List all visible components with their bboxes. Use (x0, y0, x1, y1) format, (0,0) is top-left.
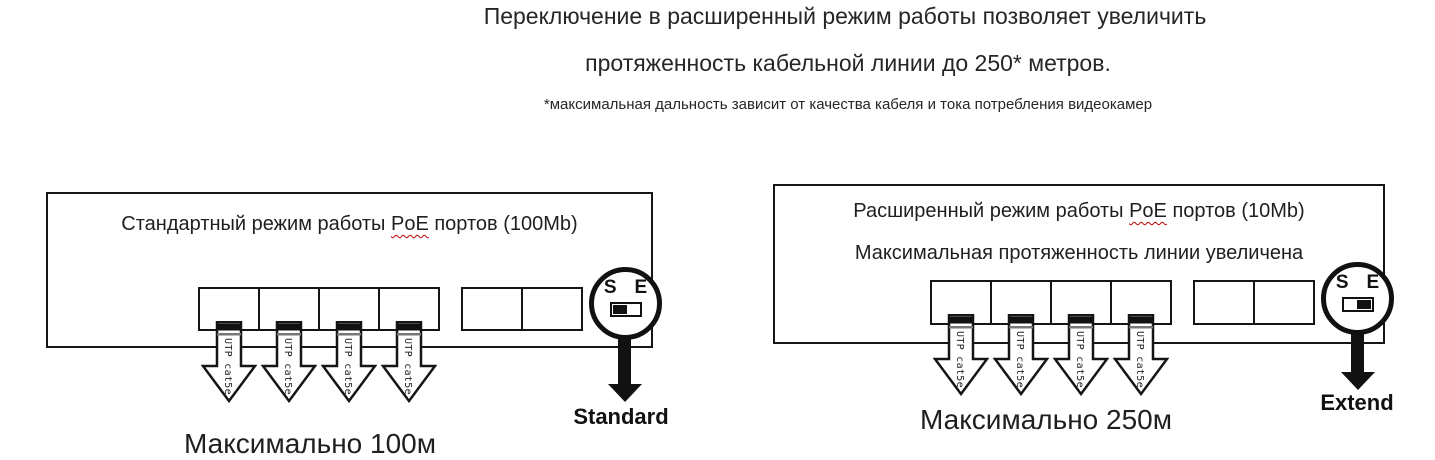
standard-title-prefix: Стандартный режим работы (121, 213, 391, 235)
switch-legend: S E (1336, 272, 1379, 294)
standard-panel-title: Стандартный режим работы PoE портов (100… (46, 213, 653, 236)
e-label: E (634, 277, 648, 298)
cable-label: UTP cat5e (342, 338, 353, 395)
port (461, 287, 523, 331)
port (1253, 280, 1315, 325)
cable-arrow: UTP cat5e (993, 314, 1049, 396)
header-footnote: *максимальная дальность зависит от качес… (543, 96, 1153, 113)
cable-arrow: UTP cat5e (381, 321, 437, 403)
toggle-knob-standard (612, 305, 627, 314)
s-label: S (1335, 272, 1349, 293)
cable-label: UTP cat5e (222, 338, 233, 395)
cable-label: UTP cat5e (282, 338, 293, 395)
mode-arrow-head (1341, 372, 1375, 390)
cable-arrow: UTP cat5e (1053, 314, 1109, 396)
mode-arrow-head (608, 384, 642, 402)
mode-toggle (609, 302, 642, 317)
extend-max-distance: Максимально 250м (920, 404, 1172, 435)
mode-arrow-stem (618, 338, 631, 384)
s-label: S (603, 277, 617, 298)
cable-label: UTP cat5e (1014, 331, 1025, 388)
switch-legend: S E (604, 277, 647, 299)
toggle-knob-extend (1356, 300, 1371, 309)
port (521, 287, 583, 331)
cable-label: UTP cat5e (402, 338, 413, 395)
extend-title-prefix: Расширенный режим работы (853, 200, 1130, 222)
mode-toggle (1341, 297, 1374, 312)
header-line-2: протяженность кабельной линии до 250* ме… (585, 50, 1111, 76)
cable-arrow: UTP cat5e (1113, 314, 1169, 396)
standard-mode-label: Standard (573, 404, 669, 429)
mode-switch-circle: S E (1321, 262, 1394, 335)
cable-arrow: UTP cat5e (933, 314, 989, 396)
extend-panel-title: Расширенный режим работы PoE портов (10M… (773, 200, 1385, 223)
mode-switch-circle: S E (589, 267, 662, 340)
cable-label: UTP cat5e (1134, 331, 1145, 388)
extend-title-suffix: портов (10Mb) (1166, 200, 1305, 222)
cable-arrow: UTP cat5e (321, 321, 377, 403)
cable-label: UTP cat5e (1074, 331, 1085, 388)
standard-title-poe: PoE (390, 213, 429, 235)
e-label: E (1366, 272, 1380, 293)
cable-label: UTP cat5e (954, 331, 965, 388)
port (930, 280, 992, 325)
extend-panel-subtitle: Максимальная протяженность линии увеличе… (854, 242, 1304, 264)
standard-max-distance: Максимально 100м (184, 428, 436, 459)
standard-panel: Стандартный режим работы PoE портов (100… (46, 192, 669, 459)
port (1193, 280, 1255, 325)
cable-arrow: UTP cat5e (261, 321, 317, 403)
header-line-1: Переключение в расширенный режим работы … (483, 3, 1207, 29)
mode-arrow-stem (1351, 333, 1364, 372)
extend-panel: Расширенный режим работы PoE портов (10M… (773, 184, 1394, 435)
cable-arrow: UTP cat5e (201, 321, 257, 403)
standard-title-suffix: портов (100Mb) (428, 213, 578, 235)
extend-mode-label: Extend (1320, 390, 1394, 415)
extend-title-poe: PoE (1129, 200, 1167, 222)
